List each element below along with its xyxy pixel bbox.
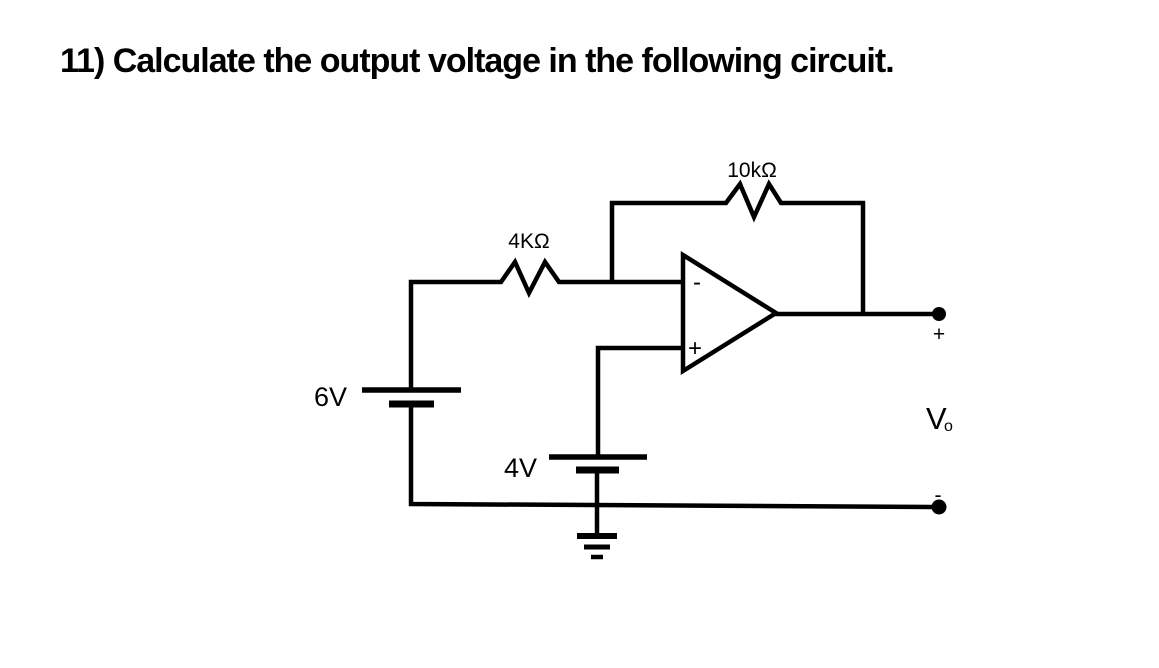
output-negative-terminal-dot (931, 499, 947, 515)
bottom-return-wire (408, 404, 933, 510)
opamp-noninverting-input-label: + (688, 335, 702, 362)
output-minus-label: - (935, 484, 942, 507)
battery-6v-label: 6V (314, 382, 347, 412)
noninverting-input-wire (595, 345, 683, 457)
inverting-input-wire-with-resistor (408, 257, 683, 390)
opamp-triangle (680, 250, 781, 376)
feedback-wire-with-resistor (609, 179, 866, 314)
battery-4v (549, 454, 647, 474)
opamp-inverting-input-label: - (693, 269, 701, 296)
output-plus-label: + (933, 323, 945, 346)
output-voltage-subscript: o (944, 418, 953, 435)
input-resistor-label: 4KΩ (508, 230, 549, 253)
output-voltage-symbol: V (926, 401, 947, 436)
battery-6v (362, 387, 461, 408)
output-positive-terminal-dot (932, 307, 946, 321)
question-title: 11) Calculate the output voltage in the … (60, 42, 895, 80)
ground-symbol (577, 533, 617, 560)
output-voltage-label: V o (926, 401, 953, 436)
feedback-resistor-label: 10kΩ (727, 159, 777, 182)
battery-4v-label: 4V (504, 453, 537, 483)
